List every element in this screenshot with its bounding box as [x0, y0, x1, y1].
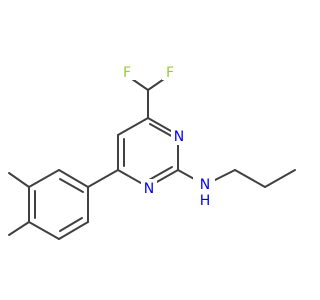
bond-cf2-f2: [147, 78, 165, 91]
bond-ar4-ar5: [28, 221, 60, 240]
fluorine-1-label: F: [123, 65, 131, 81]
fluorine-2-label: F: [166, 65, 174, 81]
bond-c4-n3-double: [149, 123, 176, 139]
ring-nitrogen-bottom-label: N: [144, 181, 154, 197]
ring-nitrogen-top-label: N: [174, 129, 184, 145]
bond-c6-aryl: [87, 169, 119, 188]
bond-ar3-methyl: [8, 172, 30, 188]
bond-ar2-ar3: [28, 169, 60, 188]
bond-ar1-ar2-double: [59, 178, 84, 193]
bond-ar1-ar2: [58, 169, 89, 188]
bond-ch2-ch3: [264, 169, 296, 188]
bond-cf2-f1: [131, 78, 149, 91]
bond-ar5-ar6-double: [59, 217, 83, 232]
amine-nitrogen-label: N: [200, 177, 210, 193]
bond-c2-n1-double: [148, 166, 173, 181]
bond-ar4-methyl: [8, 221, 30, 236]
bond-ar5-ar6: [58, 221, 89, 240]
bond-c5-c4: [117, 117, 149, 136]
molecule-diagram: F F N N N H: [8, 64, 296, 240]
amine-hydrogen-label: H: [200, 193, 211, 209]
bond-ch2-ch2: [234, 169, 266, 188]
